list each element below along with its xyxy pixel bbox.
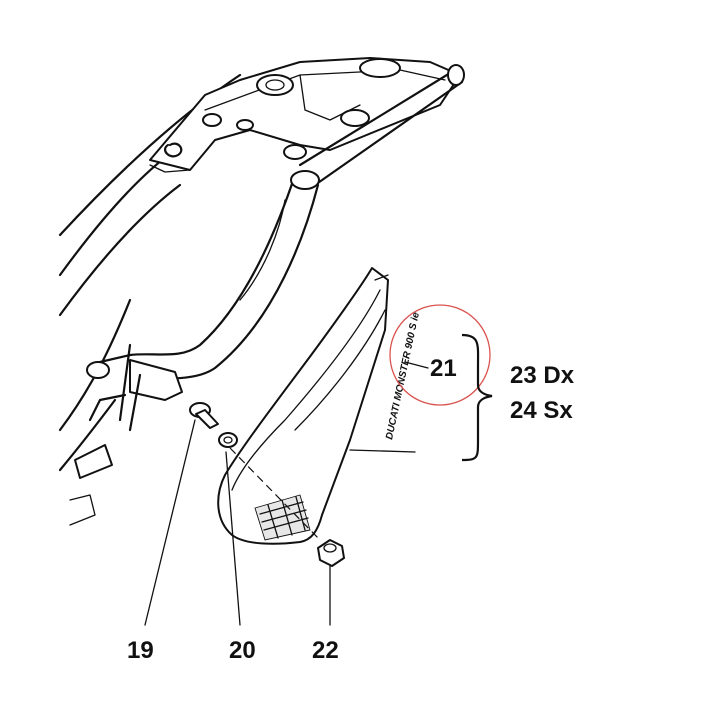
label-20: 20 (229, 637, 256, 664)
side-panel (217, 267, 389, 545)
highlight-circle (389, 304, 491, 406)
rear-frame (58, 57, 465, 526)
label-22: 22 (312, 637, 339, 664)
washer-20 (218, 432, 238, 448)
leader-lines (144, 361, 429, 626)
assembly-axis (229, 447, 321, 541)
group-brace (461, 333, 493, 462)
screw-19 (189, 402, 219, 429)
label-24-sx: 24 Sx (510, 397, 573, 424)
label-19: 19 (127, 637, 154, 664)
label-23-dx: 23 Dx (510, 362, 575, 389)
grip-texture (254, 494, 311, 541)
decal-text: DUCATI MONSTER 900 S ie (384, 311, 422, 441)
label-21: 21 (430, 355, 457, 382)
nut-22 (317, 539, 345, 567)
